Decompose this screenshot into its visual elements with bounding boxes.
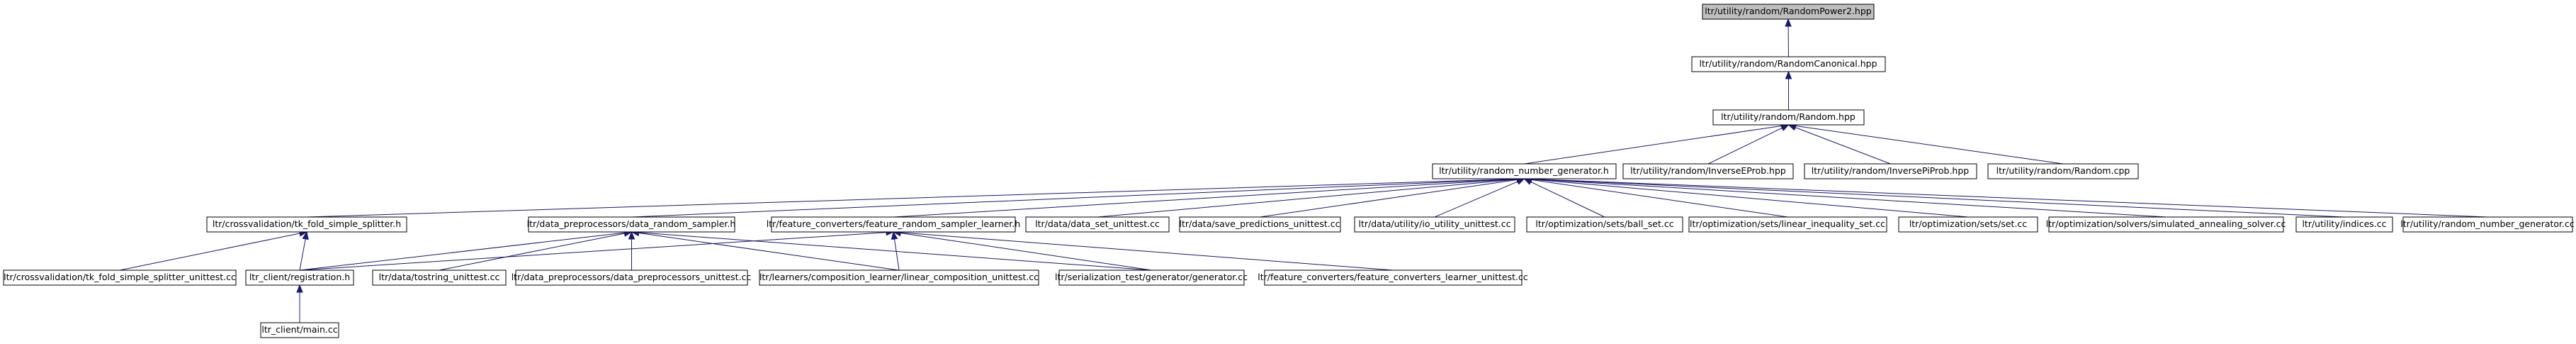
edge-line: [1531, 179, 1788, 218]
edge-arrowhead: [1785, 18, 1792, 27]
edge-line: [1530, 181, 1605, 218]
edge-line: [1097, 179, 1518, 218]
dependency-edge: [628, 231, 635, 270]
edge-arrowhead: [1785, 70, 1792, 79]
edge-line: [1795, 125, 2064, 165]
node-linear-inequality-set-cc[interactable]: ltr/optimization/sets/linear_inequality_…: [1688, 216, 1887, 233]
edge-line: [638, 232, 900, 271]
edge-line: [1531, 178, 2345, 218]
node-random-power2-hpp: ltr/utility/random/RandomPower2.hpp: [1702, 4, 1875, 20]
node-tk-fold-simple-splitter-h[interactable]: ltr/crossvalidation/tk_fold_simple_split…: [206, 216, 407, 233]
edge-arrowhead: [302, 231, 309, 240]
node-indices-cc[interactable]: ltr/utility/indices.cc: [2295, 216, 2393, 233]
edge-line: [1795, 127, 1891, 165]
dependency-edge: [631, 175, 1525, 218]
edge-arrowhead: [1515, 178, 1525, 185]
edge-arrowhead: [1780, 124, 1790, 131]
dependency-edge: [1434, 178, 1525, 218]
node-inverse-piprob-hpp[interactable]: ltr/utility/random/InversePiProb.hpp: [1804, 163, 1977, 179]
edge-line: [1524, 125, 1782, 165]
node-simulated-annealing-solver-cc[interactable]: ltr/optimization/solvers/simulated_annea…: [2046, 216, 2286, 233]
dependency-edge: [1524, 122, 1790, 165]
node-tk-fold-simple-splitter-unittest-cc[interactable]: ltr/crossvalidation/tk_fold_simple_split…: [3, 270, 237, 286]
node-linear-composition-unittest-cc[interactable]: ltr/learners/composition_learner/linear_…: [759, 270, 1039, 286]
node-random-canonical-hpp[interactable]: ltr/utility/random/RandomCanonical.hpp: [1691, 56, 1886, 72]
dependency-edge: [1523, 175, 2488, 218]
dependency-edge: [299, 231, 309, 271]
node-main-cc[interactable]: ltr_client/main.cc: [260, 322, 339, 338]
nodes-layer: ltr/utility/random/RandomPower2.hpp ltr/…: [3, 4, 2575, 338]
dependency-edge: [296, 284, 303, 323]
edge-arrowhead: [891, 231, 898, 240]
edge-line: [900, 232, 1152, 271]
edge-line: [299, 232, 887, 271]
edge-line: [893, 238, 900, 271]
dependency-edge: [631, 229, 900, 271]
node-random-number-generator-cc[interactable]: ltr/utility/random_number_generator.cc: [2400, 216, 2575, 233]
node-feature-random-sampler-learner-h[interactable]: ltr/feature_converters/feature_random_sa…: [767, 216, 1020, 233]
dependency-edge: [893, 175, 1525, 218]
edge-line: [1260, 179, 1518, 218]
edge-line: [306, 178, 1518, 218]
dependency-edge: [1787, 122, 2064, 165]
edge-line: [893, 179, 1518, 218]
dependency-edge: [306, 175, 1525, 218]
edge-line: [900, 232, 1394, 271]
dependency-edge: [892, 229, 1152, 271]
node-random-cpp[interactable]: ltr/utility/random/Random.cpp: [1987, 163, 2139, 179]
node-io-utility-unittest-cc[interactable]: ltr/data/utility/io_utility_unittest.cc: [1354, 216, 1515, 233]
dependency-edge: [119, 230, 308, 271]
edge-line: [638, 232, 1152, 271]
node-data-random-sampler-h[interactable]: ltr/data_preprocessors/data_random_sampl…: [527, 216, 736, 233]
node-data-preprocessors-unittest-cc[interactable]: ltr/data_preprocessors/data_preprocessor…: [512, 270, 752, 286]
node-inverse-eprob-hpp[interactable]: ltr/utility/random/InverseEProb.hpp: [1622, 163, 1794, 179]
dependency-edge: [299, 229, 633, 271]
dependency-edge: [1787, 124, 1891, 165]
edge-line: [299, 238, 306, 271]
node-generator-cc[interactable]: ltr/serialization_test/generator/generat…: [1055, 270, 1248, 286]
node-random-number-generator-h[interactable]: ltr/utility/random_number_generator.h: [1432, 163, 1617, 179]
node-save-predictions-unittest-cc[interactable]: ltr/data/save_predictions_unittest.cc: [1179, 216, 1341, 233]
dependency-edge: [891, 231, 900, 271]
dependency-edge: [631, 229, 1152, 271]
node-tostring-unittest-cc[interactable]: ltr/data/tostring_unittest.cc: [372, 270, 507, 286]
edge-line: [1531, 179, 1969, 218]
edge-line: [119, 233, 300, 271]
node-feature-converters-learner-unittest-cc[interactable]: ltr/feature_converters/feature_converter…: [1258, 270, 1528, 286]
dependency-edge: [892, 229, 1394, 271]
edge-line: [1707, 127, 1783, 165]
edge-arrowhead: [296, 284, 303, 293]
dependency-edge: [1523, 176, 1788, 218]
edge-arrowhead: [628, 231, 635, 240]
edge-line: [1434, 181, 1518, 218]
node-data-set-unittest-cc[interactable]: ltr/data/data_set_unittest.cc: [1025, 216, 1170, 233]
node-set-cc[interactable]: ltr/optimization/sets/set.cc: [1898, 216, 2038, 233]
edge-line: [299, 232, 625, 271]
dependency-edge: [1785, 18, 1792, 57]
dependency-edge: [1785, 70, 1792, 110]
edge-line: [1531, 179, 2167, 218]
node-ball-set-cc[interactable]: ltr/optimization/sets/ball_set.cc: [1526, 216, 1683, 233]
edge-line: [1531, 178, 2488, 218]
edge-line: [439, 233, 625, 271]
node-random-hpp[interactable]: ltr/utility/random/Random.hpp: [1712, 109, 1865, 126]
node-registration-h[interactable]: ltr_client/registration.h: [245, 270, 354, 286]
edge-line: [631, 178, 1518, 218]
